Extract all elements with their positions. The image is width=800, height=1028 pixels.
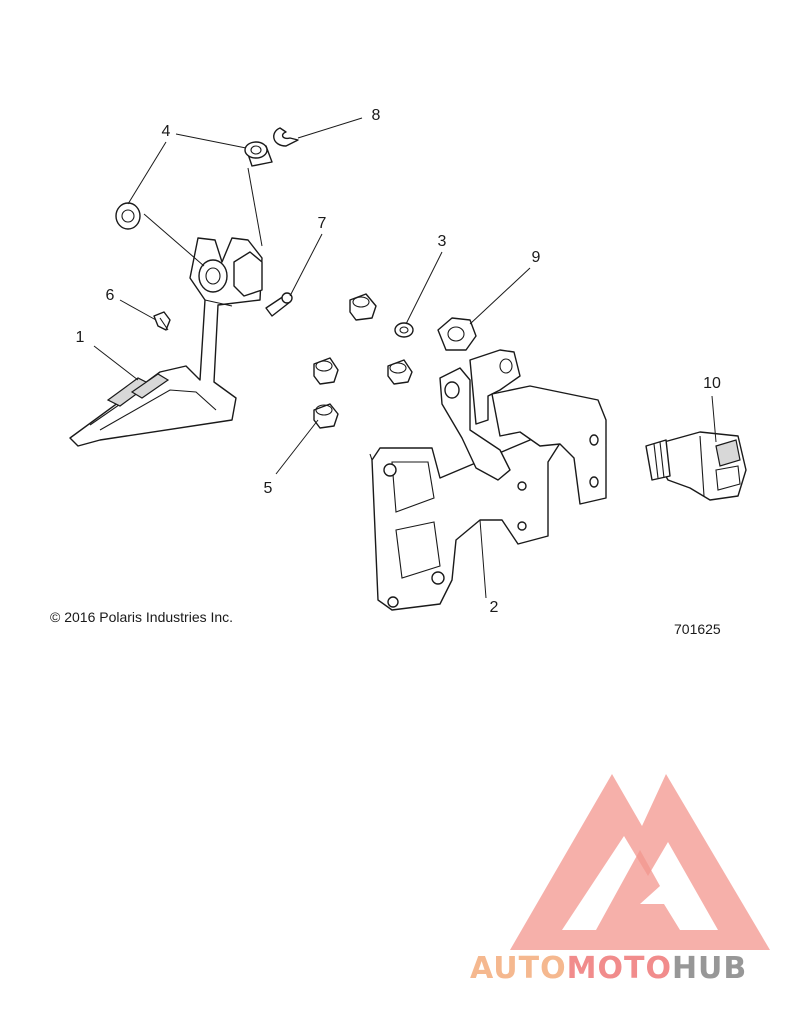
figure-number: 701625 (674, 621, 721, 637)
callout-6: 6 (106, 287, 115, 304)
callout-4: 4 (162, 123, 171, 140)
nut-d (387, 359, 413, 385)
brake-switch (645, 431, 747, 501)
callout-labels: 1 2 3 4 5 6 7 8 9 10 (76, 107, 721, 616)
brake-pedal (69, 237, 263, 447)
callout-2: 2 (490, 599, 499, 616)
copyright-text: © 2016 Polaris Industries Inc. (50, 609, 233, 625)
nut-b (313, 403, 339, 429)
callout-3: 3 (438, 233, 447, 250)
watermark-moto: MOTO (567, 951, 672, 986)
bushing-top (244, 141, 273, 167)
bushing-left (115, 202, 141, 230)
callout-5: 5 (264, 480, 273, 497)
hex-nut (437, 317, 477, 351)
callout-10: 10 (703, 375, 721, 392)
pedal-bracket (369, 349, 607, 611)
leader-lines (93, 117, 717, 599)
clip (153, 311, 171, 331)
callout-1: 1 (76, 329, 85, 346)
e-clip (273, 127, 299, 147)
callout-9: 9 (532, 249, 541, 266)
washer (394, 322, 414, 338)
watermark-logo: AUTOMOTOHUB (470, 774, 770, 986)
callout-8: 8 (372, 107, 381, 124)
watermark-auto: AUTO (470, 951, 567, 986)
watermark-hub: HUB (672, 951, 747, 986)
nut-a (313, 357, 339, 385)
nut-c (349, 293, 377, 321)
pivot-pin (265, 292, 293, 317)
watermark-text: AUTOMOTOHUB (470, 951, 747, 986)
callout-7: 7 (318, 215, 327, 232)
